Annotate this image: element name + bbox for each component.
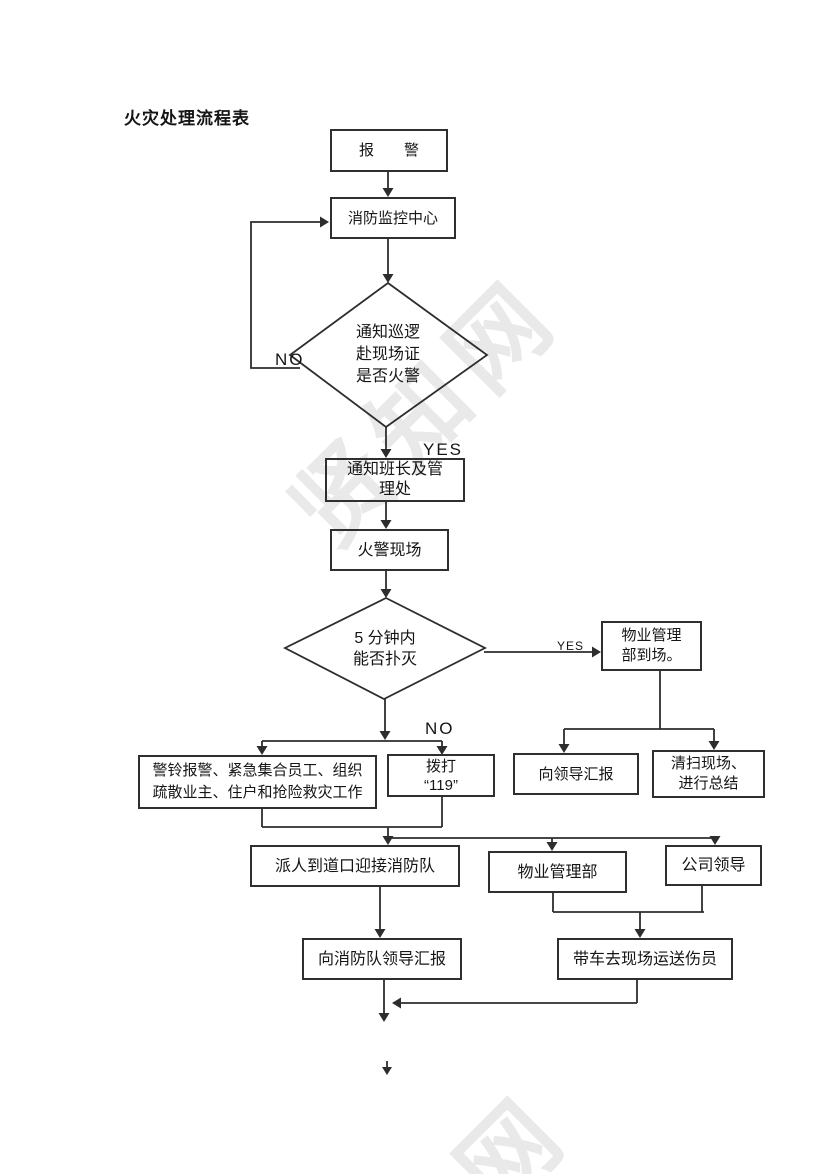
node-company-leaders: 公司领导	[665, 845, 762, 886]
node-report-to-leaders: 向领导汇报	[513, 753, 639, 795]
node-property-dept: 物业管理部	[488, 851, 627, 893]
node-fire-scene: 火警现场	[330, 529, 449, 571]
decision-diamond-extinguish	[283, 596, 487, 701]
node-report-fire-brigade-leader: 向消防队领导汇报	[302, 938, 462, 980]
label-no-extinguish: NO	[425, 719, 455, 738]
node-notify-foreman-management: 通知班长及管 理处	[325, 458, 465, 502]
label-no-verify: NO	[275, 350, 305, 369]
node-report-alarm: 报 警	[330, 129, 448, 172]
page-title: 火灾处理流程表	[124, 109, 250, 128]
decision-diamond-verify	[288, 281, 489, 429]
decision-verify-fire-text: 通知巡逻 赴现场证 是否火警	[355, 324, 420, 385]
label-yes-extinguish: YES	[557, 639, 585, 653]
node-property-dept-arrive: 物业管理 部到场。	[601, 621, 702, 671]
node-alarm-assemble-evacuate: 警铃报警、紧急集合员工、组织 疏散业主、住户和抢险救灾工作	[138, 755, 377, 809]
decision-extinguish-5min-text: 5 分钟内 能否扑灭	[352, 630, 417, 668]
node-transport-injured: 带车去现场运送伤员	[557, 938, 733, 980]
node-dial-119: 拨打 “119”	[387, 754, 495, 797]
node-meet-fire-brigade: 派人到道口迎接消防队	[250, 845, 460, 887]
node-clean-site-summary: 清扫现场、 进行总结	[652, 750, 765, 798]
node-fire-monitor-center: 消防监控中心	[330, 197, 456, 239]
label-yes-verify: YES	[423, 440, 464, 459]
